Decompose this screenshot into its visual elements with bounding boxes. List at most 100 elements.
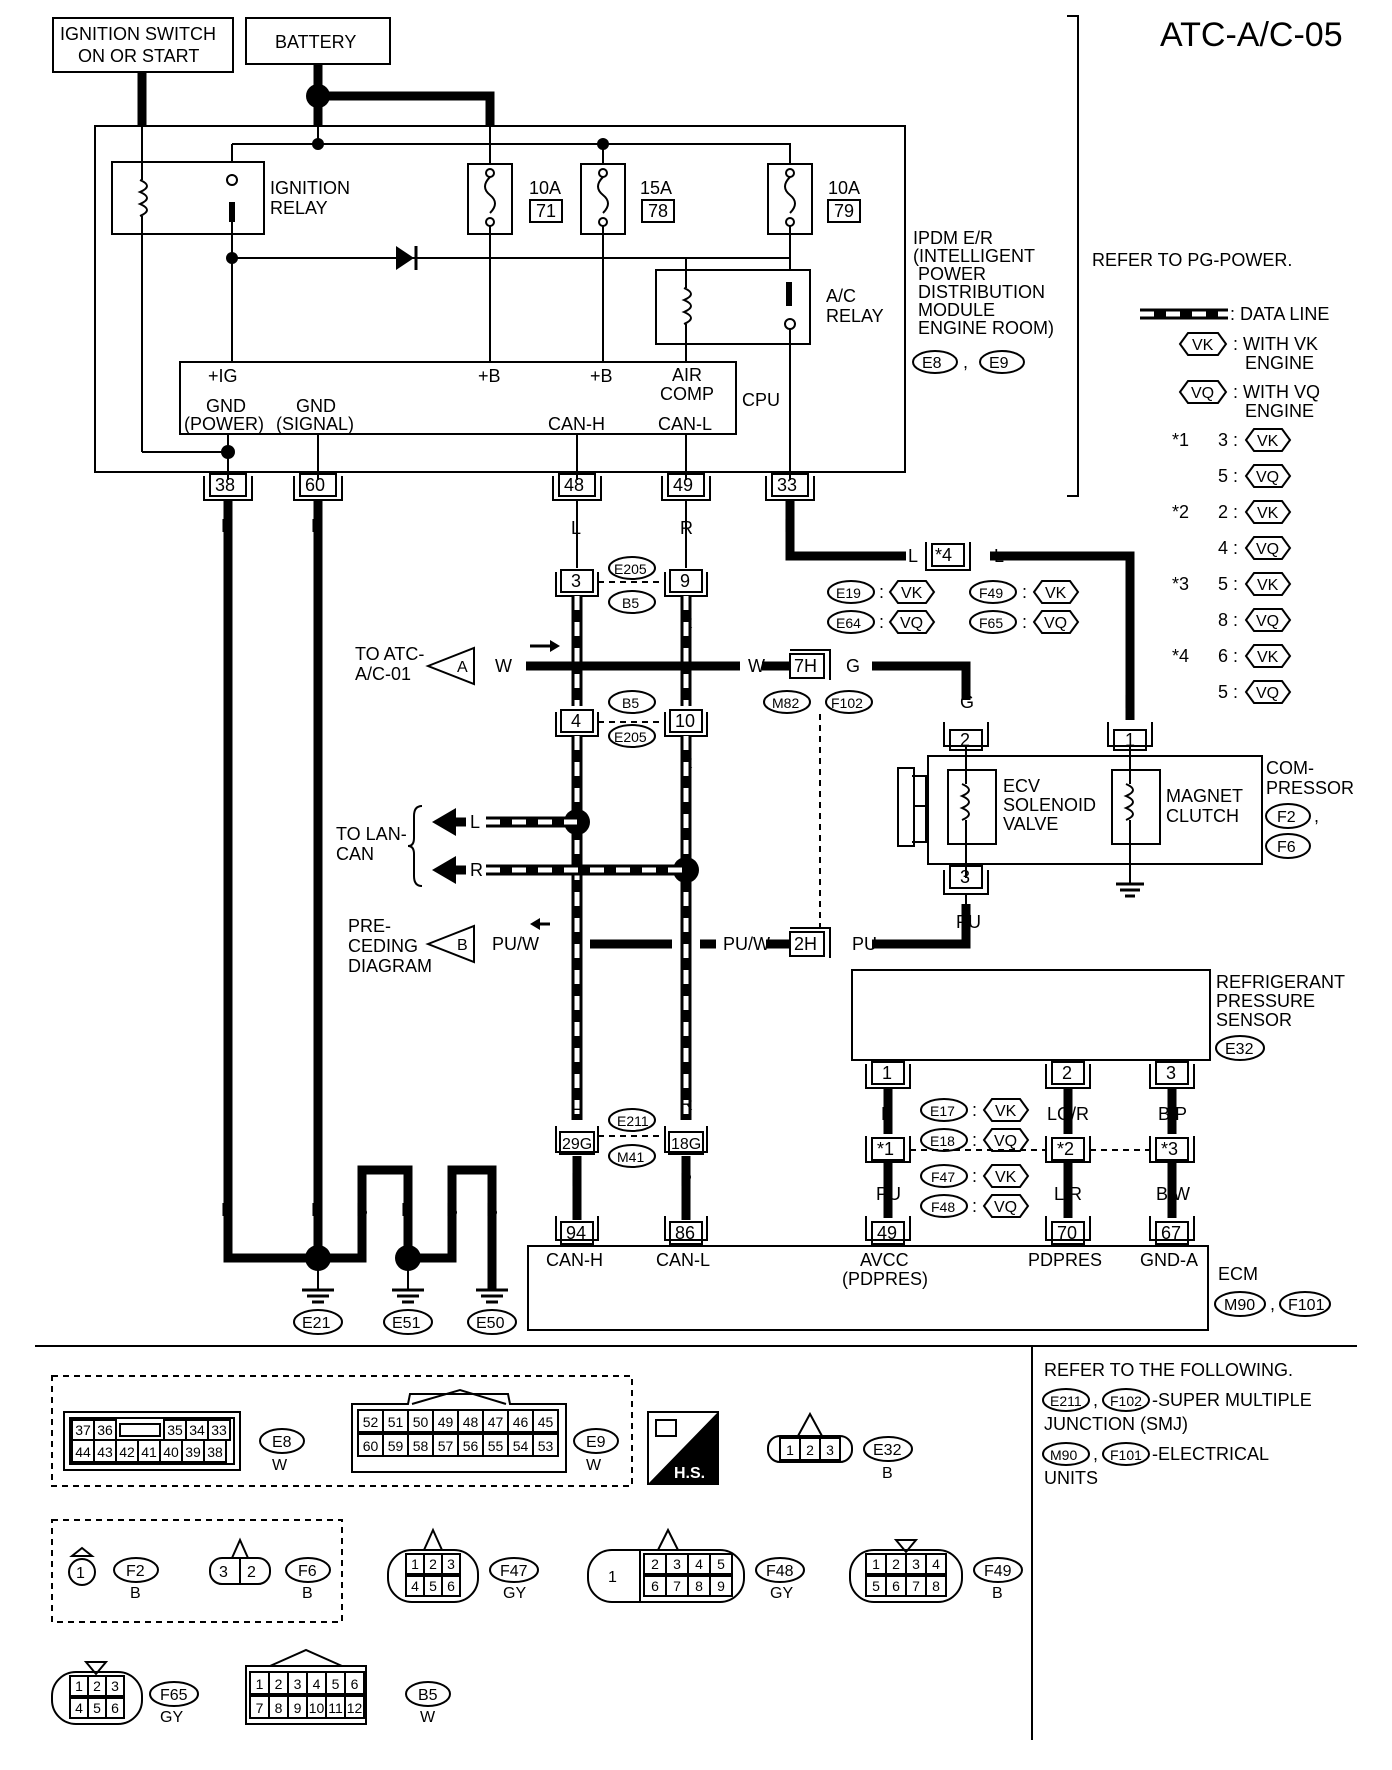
joint-9: 9 (664, 569, 708, 597)
svg-text:E32: E32 (1225, 1041, 1254, 1058)
connector-pin-number: 7 (256, 1700, 264, 1716)
svg-text:*3: *3 (1172, 574, 1189, 594)
svg-text:F49: F49 (984, 1563, 1012, 1580)
svg-text:VQ: VQ (1256, 541, 1279, 558)
svg-text:+B: +B (590, 366, 613, 386)
svg-text:L: L (571, 518, 581, 538)
diode-icon (396, 246, 414, 270)
svg-text:*1: *1 (1172, 430, 1189, 450)
svg-text:4 :: 4 : (1218, 538, 1238, 558)
svg-text:E19: E19 (836, 585, 861, 601)
svg-text:G: G (960, 692, 974, 712)
svg-text:6 :: 6 : (1218, 646, 1238, 666)
svg-text:PRE-: PRE- (348, 916, 391, 936)
svg-text:VQ: VQ (1044, 615, 1067, 632)
svg-text:VQ: VQ (1191, 385, 1214, 402)
svg-text:ENGINE: ENGINE (1245, 353, 1314, 373)
svg-text:SOLENOID: SOLENOID (1003, 795, 1096, 815)
connector-pin-number: 3 (447, 1556, 455, 1572)
svg-text:VQ: VQ (900, 615, 923, 632)
svg-text:R: R (470, 860, 483, 880)
svg-text:L: L (784, 516, 794, 536)
connector-pin-number: 38 (207, 1444, 223, 1460)
connector-pin-cell (105, 1697, 125, 1719)
svg-text:*4: *4 (935, 545, 952, 565)
svg-text:W: W (420, 1709, 436, 1726)
svg-text:*2: *2 (1057, 1139, 1074, 1159)
compressor: 2 1 ECV SOLENOID VALVE MAGNET CLUTCH 3 C… (897, 722, 1354, 898)
svg-text:B/W: B/W (1156, 1184, 1190, 1204)
svg-text:CLUTCH: CLUTCH (1166, 806, 1239, 826)
joint-10: 10 (664, 709, 708, 737)
hs-badge: H.S. (647, 1411, 719, 1485)
ignition-relay: IGNITION RELAY (111, 161, 350, 235)
svg-text:B5: B5 (622, 595, 639, 611)
svg-text:VK: VK (1257, 577, 1279, 594)
svg-text:L/R: L/R (1054, 1184, 1082, 1204)
svg-text:DIAGRAM: DIAGRAM (348, 956, 432, 976)
svg-text:PDPRES: PDPRES (1028, 1250, 1102, 1270)
battery-label: BATTERY (245, 17, 391, 65)
svg-text:CAN-H: CAN-H (548, 414, 605, 434)
connector-pin-number: 9 (294, 1700, 302, 1716)
connector-pin-number: 8 (275, 1700, 283, 1716)
svg-text:VQ: VQ (1256, 469, 1279, 486)
svg-text:PU: PU (876, 1184, 901, 1204)
svg-text:B: B (457, 937, 468, 954)
ipdm-pin-33: 33 (765, 473, 815, 501)
svg-text:70: 70 (1057, 1223, 1077, 1243)
connector-pin-cell (441, 1553, 461, 1575)
svg-text:BATTERY: BATTERY (275, 32, 356, 52)
connector-pin-number: 3 (673, 1556, 681, 1572)
svg-text:(INTELLIGENT: (INTELLIGENT (913, 246, 1035, 266)
svg-text:GY: GY (160, 1709, 183, 1726)
connector-pin-cell (441, 1575, 461, 1597)
svg-text:VK: VK (995, 1169, 1017, 1186)
svg-text:G: G (846, 656, 860, 676)
connector-key-slot (119, 1423, 161, 1437)
connector-pin-number: 50 (413, 1414, 429, 1430)
connector-pin-number: 6 (651, 1578, 659, 1594)
svg-text:60: 60 (305, 475, 325, 495)
svg-text:AVCC: AVCC (860, 1250, 909, 1270)
connector-pin-cell (532, 1409, 559, 1433)
svg-text:F65: F65 (160, 1687, 188, 1704)
svg-text:*1: *1 (877, 1139, 894, 1159)
svg-text:E205: E205 (614, 561, 647, 577)
svg-text:REFRIGERANT: REFRIGERANT (1216, 972, 1345, 992)
ipdm-pin-49: 49 (661, 473, 711, 501)
svg-text:F65: F65 (979, 615, 1003, 631)
fuse-71: 10A 71 (467, 163, 563, 235)
svg-text:,: , (963, 352, 968, 372)
connector-pin-number: 37 (75, 1422, 91, 1438)
svg-text:M90: M90 (1224, 1297, 1255, 1314)
connector-pin-number: 41 (141, 1444, 157, 1460)
svg-text:,: , (1093, 1390, 1098, 1410)
joint-18g: 18G (664, 1126, 708, 1155)
svg-text:CAN-H: CAN-H (546, 1250, 603, 1270)
svg-text:B: B (446, 1200, 458, 1220)
svg-text:10: 10 (675, 711, 695, 731)
to-preceding-arrow: B PRE- CEDING DIAGRAM PU/W PU/W (348, 916, 770, 976)
svg-text:2 :: 2 : (1218, 502, 1238, 522)
connector-pin-cell (344, 1695, 365, 1719)
connector-pin-number: 5 (332, 1676, 340, 1692)
svg-text:E17: E17 (930, 1103, 955, 1119)
connector-pin-number: 1 (411, 1556, 419, 1572)
svg-text:B: B (881, 1104, 893, 1124)
svg-text:AIR: AIR (672, 365, 702, 385)
connector-pin-number: 34 (189, 1422, 205, 1438)
connector-pin-number: 36 (97, 1422, 113, 1438)
svg-text:REFER TO THE FOLLOWING.: REFER TO THE FOLLOWING. (1044, 1360, 1293, 1380)
svg-text:71: 71 (536, 201, 556, 221)
connector-pin-number: 4 (313, 1676, 321, 1692)
svg-text:M41: M41 (617, 1149, 644, 1165)
svg-text:B5: B5 (418, 1687, 438, 1704)
svg-text:78: 78 (648, 201, 668, 221)
connector-pin-number: 8 (695, 1578, 703, 1594)
svg-text:W: W (272, 1457, 288, 1474)
